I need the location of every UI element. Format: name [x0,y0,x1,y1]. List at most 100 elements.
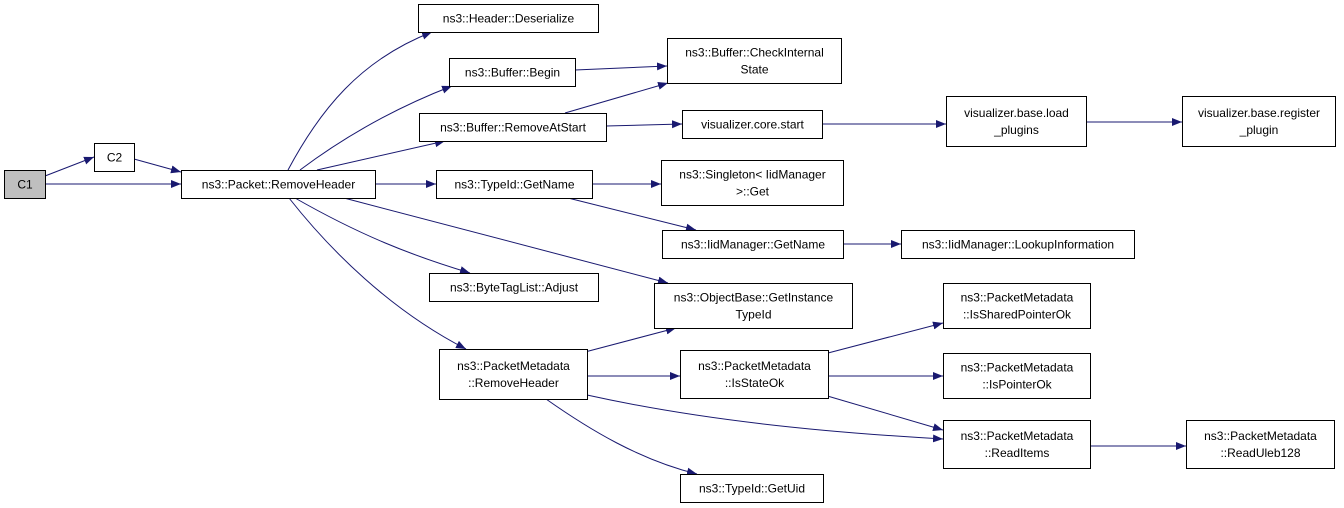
edge-typeid-getname-to-iidmanager-getname [567,197,697,232]
node-label: ns3::Buffer::RemoveAtStart [440,121,587,135]
node-singleton-iidmanager-get[interactable]: ns3::Singleton< IidManager >::Get [661,160,844,206]
node-box [943,420,1091,469]
node-packetmetadata-readuleb128[interactable]: ns3::PacketMetadata::ReadUleb128 [1186,420,1335,469]
node-buffer-removeatstart[interactable]: ns3::Buffer::RemoveAtStart [419,113,607,142]
node-visualizer-core-start[interactable]: visualizer.core.start [682,110,823,139]
node-label: ns3::ByteTagList::Adjust [450,281,579,295]
node-buffer-begin[interactable]: ns3::Buffer::Begin [449,58,576,87]
node-typeid-getname[interactable]: ns3::TypeId::GetName [436,170,593,199]
node-packetmetadata-isstateok[interactable]: ns3::PacketMetadata::IsStateOk [680,350,829,399]
node-box [418,4,599,33]
edge-packet-removeheader-to-header-deserialize [287,31,433,171]
edge-packetmetadata-isstateok-to-packetmetadata-readitems [823,394,944,432]
node-box [661,160,844,206]
node-box [439,349,588,400]
node-bytetaglist-adjust[interactable]: ns3::ByteTagList::Adjust [429,273,599,302]
node-label: _plugin [1239,123,1279,137]
edge-c2-to-packet-removeheader [133,158,182,174]
node-label: ns3::IidManager::LookupInformation [922,238,1114,252]
edge-c1-to-c2 [44,156,95,177]
edge-packet-removeheader-to-objectbase-getinstancetypeid [343,197,669,285]
node-label: ::ReadItems [985,446,1050,460]
node-box [449,58,576,87]
node-label: ::IsSharedPointerOk [963,308,1072,322]
node-typeid-getuid[interactable]: ns3::TypeId::GetUid [680,474,824,503]
edge-packet-removeheader-to-buffer-removeatstart [316,139,446,171]
node-label: ns3::PacketMetadata [698,359,811,373]
node-label: ::RemoveHeader [468,376,559,390]
edge-packet-removeheader-to-bytetaglist-adjust [294,197,471,274]
node-box [419,113,607,142]
node-label: ns3::IidManager::GetName [681,238,825,252]
node-label: C1 [17,178,33,192]
edge-packetmetadata-removeheader-to-packetmetadata-readitems [586,394,944,443]
node-label: TypeId [735,308,771,322]
node-box [943,353,1091,399]
node-label: ns3::Singleton< IidManager [679,168,825,182]
node-box [667,38,842,84]
node-label: visualizer.base.load [964,106,1069,120]
node-label: ns3::PacketMetadata [1204,429,1317,443]
node-box [429,273,599,302]
node-label: ns3::PacketMetadata [961,361,1074,375]
node-visualizer-base-load-plugins[interactable]: visualizer.base.load _plugins [946,96,1087,147]
node-label: ::IsStateOk [725,376,785,390]
node-box [436,170,593,199]
node-label: C2 [107,151,123,165]
edge-buffer-begin-to-buffer-checkinternalstate [574,62,668,71]
edge-packet-removeheader-to-packetmetadata-removeheader [288,197,467,350]
node-box [654,283,853,329]
node-box [682,110,823,139]
node-c1: C1 [4,170,46,199]
node-iidmanager-lookupinformation[interactable]: ns3::IidManager::LookupInformation [901,230,1135,259]
node-box [94,143,135,172]
node-box [946,96,1087,147]
node-packetmetadata-removeheader[interactable]: ns3::PacketMetadata::RemoveHeader [439,349,588,400]
edges-layer [44,31,1186,476]
node-label: ns3::TypeId::GetName [454,178,574,192]
node-label: ns3::PacketMetadata [961,429,1074,443]
edge-packetmetadata-isstateok-to-packetmetadata-issharedpointerok [827,321,944,354]
node-label: ns3::TypeId::GetUid [699,482,805,496]
node-header-deserialize[interactable]: ns3::Header::Deserialize [418,4,599,33]
node-packetmetadata-ispointerok[interactable]: ns3::PacketMetadata::IsPointerOk [943,353,1091,399]
node-box [181,170,376,199]
node-box [680,474,824,503]
node-label: ns3::ObjectBase::GetInstance [674,291,834,305]
node-label: visualizer.core.start [701,118,804,132]
edge-packetmetadata-removeheader-to-objectbase-getinstancetypeid [584,326,677,353]
edge-packetmetadata-removeheader-to-typeid-getuid [545,398,698,476]
node-label: ::ReadUleb128 [1220,446,1300,460]
node-packet-removeheader[interactable]: ns3::Packet::RemoveHeader [181,170,376,199]
node-label: ns3::Header::Deserialize [443,12,575,26]
node-box [943,283,1091,329]
node-label: ns3::Packet::RemoveHeader [202,178,355,192]
node-label: ns3::Buffer::CheckInternal [685,46,824,60]
node-label: State [740,63,768,77]
node-c2[interactable]: C2 [94,143,135,172]
node-box [662,230,844,259]
edge-buffer-removeatstart-to-visualizer-core-start [605,120,683,129]
node-box [901,230,1135,259]
node-label: ::IsPointerOk [982,378,1052,392]
node-label: >::Get [736,185,770,199]
edge-packet-removeheader-to-buffer-begin [299,85,453,171]
node-label: ns3::PacketMetadata [961,291,1074,305]
node-box [680,350,829,399]
node-box [4,170,46,199]
node-box [1186,420,1335,469]
node-label: ns3::PacketMetadata [457,359,570,373]
node-label: visualizer.base.register [1198,106,1320,120]
node-packetmetadata-readitems[interactable]: ns3::PacketMetadata::ReadItems [943,420,1091,469]
node-label: _plugins [993,123,1039,137]
node-box [1182,96,1336,147]
node-iidmanager-getname[interactable]: ns3::IidManager::GetName [662,230,844,259]
node-label: ns3::Buffer::Begin [465,66,560,80]
node-packetmetadata-issharedpointerok[interactable]: ns3::PacketMetadata::IsSharedPointerOk [943,283,1091,329]
node-visualizer-base-register-plugin[interactable]: visualizer.base.register _plugin [1182,96,1336,147]
edge-buffer-removeatstart-to-buffer-checkinternalstate [564,81,669,114]
